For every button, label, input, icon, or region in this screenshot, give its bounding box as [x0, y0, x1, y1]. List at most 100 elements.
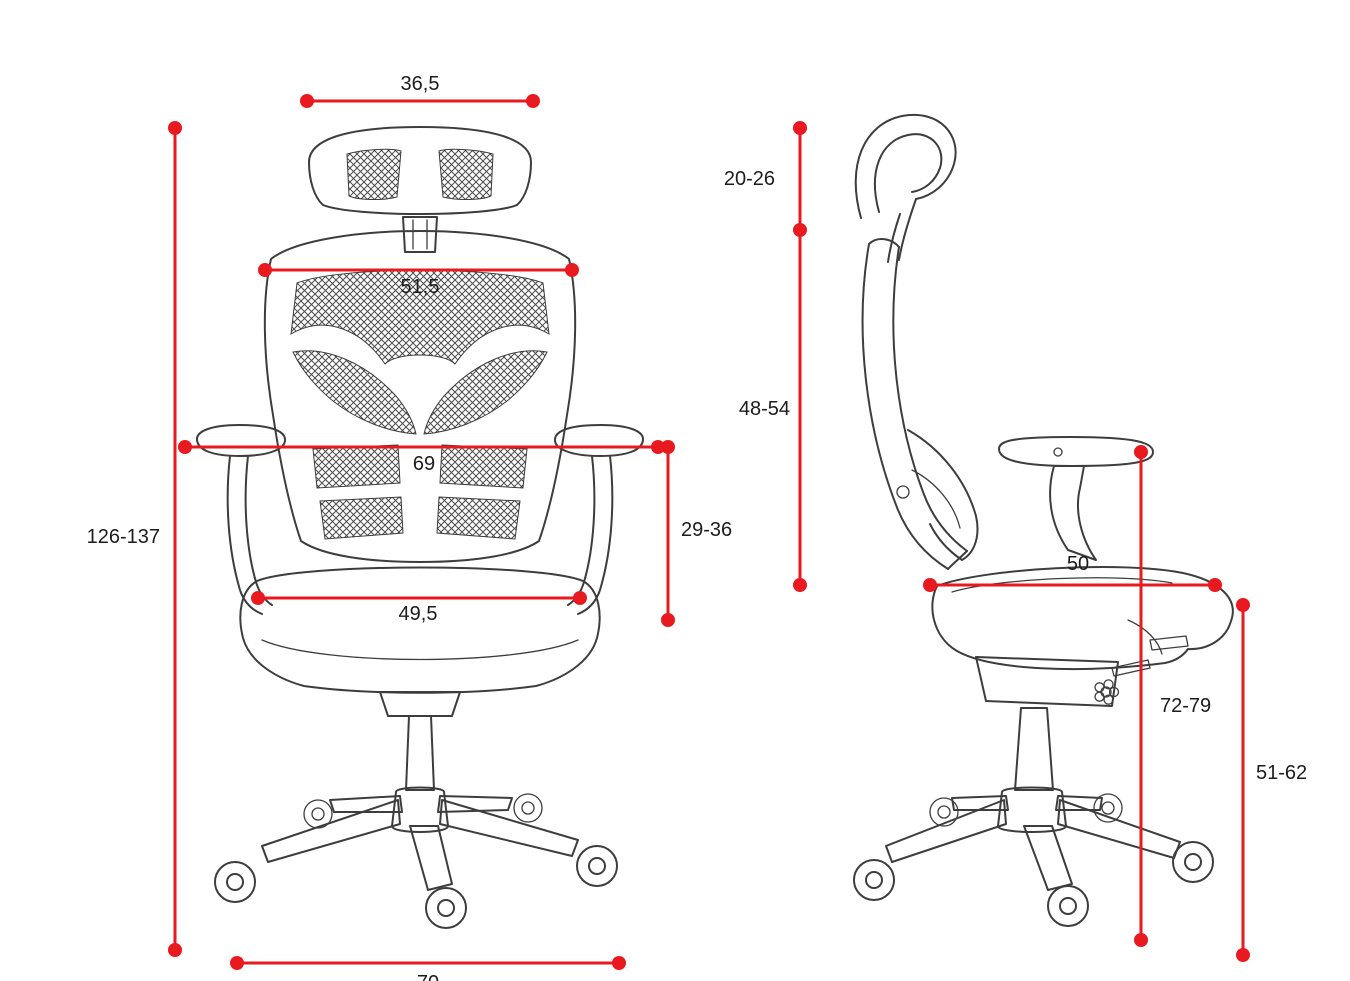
- dimension-endpoint: [300, 94, 314, 108]
- dimension-label: 51-62: [1256, 762, 1307, 784]
- caster-back-left: [303, 799, 333, 829]
- dimension-armrest-span: 69: [178, 440, 665, 475]
- side-backrest-inner: [892, 246, 968, 552]
- caster-front-right: [576, 845, 618, 887]
- backrest-mesh-lower-right-1: [439, 444, 528, 489]
- armrest-right-pad: [554, 424, 644, 457]
- side-backrest-outer: [861, 243, 949, 570]
- backrest-mesh-left-wing: [292, 350, 417, 435]
- front-view-chair: [196, 126, 644, 929]
- backrest-mesh-lower-left-1: [312, 444, 401, 489]
- caster-front-center: [425, 887, 467, 929]
- dimension-headrest-width: 36,5: [300, 73, 540, 108]
- dimension-seat-height-from-floor: 51-62: [1236, 598, 1307, 962]
- dimension-endpoint: [661, 440, 675, 454]
- dimension-armrest-height-above-seat: 29-36: [661, 440, 732, 627]
- side-caster-right: [1172, 841, 1214, 883]
- dimension-overall-height: 126-137: [87, 121, 182, 957]
- caster-back-right: [513, 793, 543, 823]
- headrest-bracket-slots: [412, 219, 428, 250]
- dimension-armrest-height-from-floor: 72-79: [1134, 445, 1211, 947]
- backrest-mesh-lower-left-2: [319, 496, 404, 540]
- dimension-endpoint: [526, 94, 540, 108]
- backrest-mesh-lower-right-2: [436, 496, 521, 540]
- side-caster-front: [1047, 885, 1089, 927]
- dimension-label: 48-54: [739, 398, 790, 420]
- dimension-endpoint: [1134, 445, 1148, 459]
- side-seat-mechanism: [975, 656, 1119, 707]
- side-seat-outline: [931, 566, 1234, 671]
- dimension-endpoint: [258, 263, 272, 277]
- dimension-label: 50: [1067, 553, 1089, 575]
- dimension-endpoint: [651, 440, 665, 454]
- dimension-endpoint: [573, 591, 587, 605]
- side-adjustment-knob: [1094, 679, 1120, 705]
- dimension-endpoint: [1208, 578, 1222, 592]
- base-leg-back-left: [329, 795, 403, 813]
- backrest-outline: [263, 230, 577, 563]
- side-mechanism-lever: [1111, 659, 1151, 677]
- dimension-label: 51,5: [401, 276, 440, 298]
- side-headrest-inner: [873, 133, 943, 213]
- base-leg-front: [409, 825, 453, 891]
- caster-front-left: [214, 861, 256, 903]
- dimension-endpoint: [923, 578, 937, 592]
- dimension-endpoint: [1134, 933, 1148, 947]
- seat-outline: [239, 566, 601, 694]
- gas-lift: [405, 715, 435, 791]
- headrest-mesh-left: [346, 148, 402, 200]
- side-caster-back-right: [1093, 793, 1123, 823]
- seat-front-contour: [261, 639, 579, 661]
- dimension-label: 49,5: [399, 603, 438, 625]
- base-leg-right: [439, 799, 579, 857]
- side-backrest-pivot: [896, 485, 910, 499]
- side-gas-lift: [1014, 707, 1054, 791]
- dimension-label: 36,5: [401, 73, 440, 95]
- dimension-label: 70: [417, 972, 439, 981]
- dimension-backrest-width: 51,5: [258, 263, 579, 298]
- dimension-label: 20-26: [724, 168, 775, 190]
- dimension-label: 126-137: [87, 526, 160, 548]
- side-base-leg-left: [885, 799, 1007, 863]
- side-armrest-pad: [998, 436, 1154, 467]
- dimension-endpoint: [168, 121, 182, 135]
- side-base-leg-back-left: [951, 795, 1009, 811]
- side-caster-left: [853, 859, 895, 901]
- side-armrest-support: [1049, 465, 1097, 561]
- dimension-endpoint: [565, 263, 579, 277]
- side-seat-contour: [951, 577, 1173, 593]
- side-lumbar-wing: [907, 429, 979, 561]
- side-base-leg-back-right: [1055, 795, 1103, 811]
- dimension-label: 29-36: [681, 519, 732, 541]
- side-headrest-bracket: [887, 198, 917, 263]
- side-base-leg-right: [1057, 799, 1181, 859]
- base-leg-left: [261, 799, 401, 863]
- dimension-seat-width: 49,5: [251, 591, 587, 625]
- backrest-mesh-right-wing: [423, 350, 548, 435]
- dimension-endpoint: [793, 578, 807, 592]
- dimension-endpoint: [251, 591, 265, 605]
- side-headrest-outer: [854, 113, 957, 219]
- side-armrest-button: [1053, 447, 1063, 457]
- dimension-seat-depth: 50: [923, 553, 1222, 592]
- armrest-left-pad: [196, 424, 286, 457]
- dimension-endpoint: [178, 440, 192, 454]
- dimension-endpoint: [1236, 598, 1250, 612]
- dimension-headrest-height: 20-26: [724, 121, 807, 237]
- armrest-left-post: [226, 455, 273, 615]
- dimension-endpoint: [230, 956, 244, 970]
- dimension-label: 69: [413, 453, 435, 475]
- side-lumbar-contour: [911, 469, 961, 529]
- seat-mechanism: [379, 691, 461, 717]
- dimension-endpoint: [661, 613, 675, 627]
- dimension-endpoint: [793, 121, 807, 135]
- armrest-right-post: [567, 455, 614, 615]
- side-backrest-bottom-cap: [947, 550, 968, 570]
- headrest-mesh-right: [438, 148, 494, 200]
- side-base-leg-front: [1023, 825, 1073, 891]
- side-view-chair: [853, 113, 1234, 927]
- base-leg-back-right: [437, 795, 513, 813]
- headrest-outline: [308, 126, 532, 215]
